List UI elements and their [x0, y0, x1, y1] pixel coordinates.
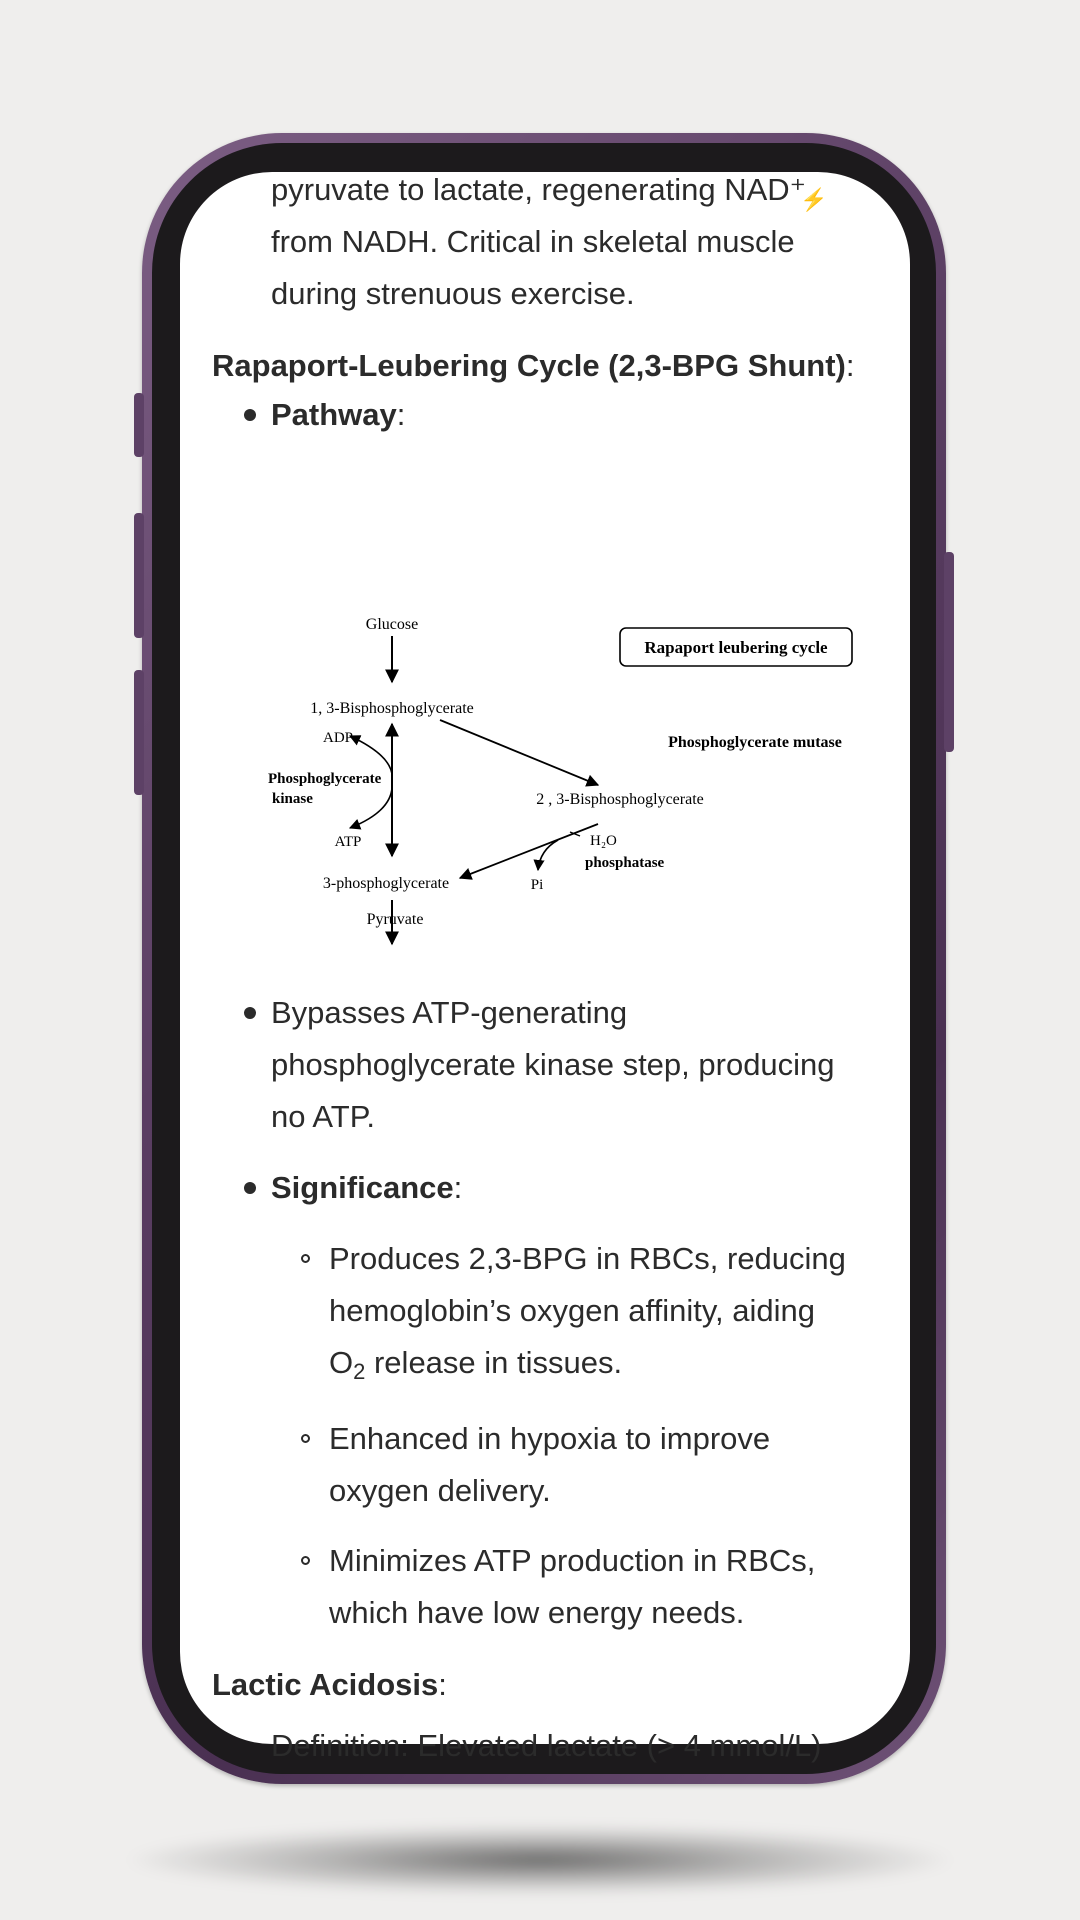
pgk-label-1: Phosphoglycerate [268, 771, 382, 787]
intro-line-1: pyruvate to lactate, regenerating NAD⁺ [271, 172, 807, 207]
bpg23-label: 2 , 3-Bisphosphoglycerate [536, 791, 704, 808]
rapaport-leubering-diagram-right: Phosphoglycerate mutase 2 , 3-Bisphospho… [439, 719, 842, 893]
phosphatase-label: phosphatase [585, 855, 665, 871]
rapaport-leubering-diagram: Rapaport leubering cycle Glucose 1, 3-Bi… [268, 616, 853, 946]
sig3-line-1: Minimizes ATP production in RBCs, [329, 1543, 816, 1578]
volume-up-button [134, 513, 144, 638]
arrow-13bpg-to-23bpg [439, 719, 600, 787]
pathway-label: Pathway: [271, 397, 406, 432]
sig1-line-2: hemoglobin’s oxygen affinity, aiding [329, 1293, 815, 1328]
bypass-line-3: no ATP. [271, 1099, 375, 1134]
arrow-to-pi [533, 839, 559, 872]
bypass-line-2: phosphoglycerate kinase step, producing [271, 1047, 835, 1082]
bpg13-label: 1, 3-Bisphosphoglycerate [310, 700, 474, 717]
sig2-line-1: Enhanced in hypoxia to improve [329, 1421, 771, 1456]
phone-screen[interactable]: ⚡ pyruvate to lactate, regenerating NAD⁺… [180, 172, 910, 1763]
section-heading-rapaport: Rapaport-Leubering Cycle (2,3-BPG Shunt)… [212, 348, 855, 383]
bypass-line-1: Bypasses ATP-generating [271, 995, 628, 1030]
h2o-label: H₂O [590, 833, 617, 849]
sig2-line-2: oxygen delivery. [329, 1473, 551, 1508]
cut-off-line: Definition: Elevated lactate (> 4 mmol/L… [271, 1728, 822, 1763]
mute-switch [134, 393, 144, 457]
diagram-title-box [619, 627, 853, 667]
power-button [944, 552, 954, 752]
sig1-line-3: O2 release in tissues. [329, 1345, 623, 1384]
bullet-dot [244, 1182, 256, 1194]
atp-label: ATP [335, 834, 362, 850]
phone-floor-shadow [120, 1825, 960, 1895]
sub-bullet-circle [301, 1254, 310, 1263]
mutase-label: Phosphoglycerate mutase [668, 734, 842, 751]
pg3-label: 3-phosphoglycerate [323, 875, 449, 892]
significance-label: Significance: [271, 1170, 463, 1205]
diagram-title: Rapaport leubering cycle [644, 638, 828, 657]
bullet-dot [244, 1007, 256, 1019]
glucose-label: Glucose [366, 616, 418, 633]
intro-line-3: during strenuous exercise. [271, 276, 635, 311]
arrow-to-adp [348, 735, 393, 781]
sparkle-icon: ⚡ [800, 187, 828, 212]
sig1-line-1: Produces 2,3-BPG in RBCs, reducing [329, 1241, 846, 1276]
sub-bullet-circle [301, 1556, 310, 1565]
pi-label: Pi [531, 877, 544, 893]
section-heading-lactic-acidosis: Lactic Acidosis: [212, 1667, 447, 1702]
adp-label: ADP [323, 730, 353, 746]
intro-line-2: from NADH. Critical in skeletal muscle [271, 224, 795, 259]
arrow-to-atp [348, 787, 393, 830]
arrow-23bpg-to-3pg [458, 823, 599, 880]
pgk-label-2: kinase [272, 791, 313, 807]
sig3-line-2: which have low energy needs. [329, 1595, 745, 1630]
sub-bullet-circle [301, 1434, 310, 1443]
volume-down-button [134, 670, 144, 795]
bullet-dot [244, 409, 256, 421]
